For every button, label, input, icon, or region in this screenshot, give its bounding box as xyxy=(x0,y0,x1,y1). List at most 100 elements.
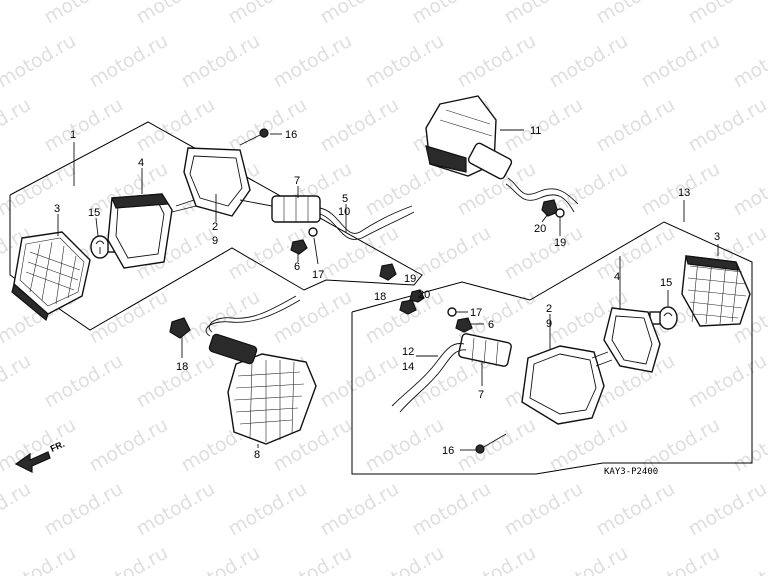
watermark-text: motod.ru xyxy=(729,542,768,576)
callout-12: 12 xyxy=(402,346,414,358)
watermark-text: motod.ru xyxy=(729,30,768,93)
callout-14: 14 xyxy=(402,361,414,373)
callout-20-top: 20 xyxy=(534,223,546,235)
watermark-text: motod.ru xyxy=(637,542,723,576)
watermark-text: motod.ru xyxy=(85,30,171,93)
callout-13: 13 xyxy=(678,187,690,199)
watermark-text: motod.ru xyxy=(316,0,402,28)
watermark-text: motod.ru xyxy=(545,542,631,576)
watermark-text: motod.ru xyxy=(132,478,218,541)
watermark-text: motod.ru xyxy=(408,478,494,541)
nut-6-right xyxy=(447,307,473,333)
callout-6-left: 6 xyxy=(294,261,300,273)
watermark-text: motod.ru xyxy=(269,542,355,576)
callout-numbers: 1 16 4 3 15 2 9 7 5 10 6 17 18 8 11 20 1… xyxy=(54,125,720,461)
left-turn-signal-assembly xyxy=(11,128,415,322)
callout-17-left: 17 xyxy=(312,269,324,281)
watermark-text: motod.ru xyxy=(40,0,126,28)
stem-7-right xyxy=(391,333,512,413)
watermark-text: motod.ru xyxy=(177,30,263,93)
leader-lines xyxy=(57,129,719,451)
watermark-text: motod.ru xyxy=(592,0,678,28)
nut-6-left xyxy=(290,227,318,255)
watermark-text: motod.ru xyxy=(684,350,768,413)
drawing-code: KAY3-P2400 xyxy=(604,467,658,477)
callout-18-left: 18 xyxy=(176,361,188,373)
housing-2-9-left xyxy=(171,147,251,217)
watermark-text: motod.ru xyxy=(500,478,586,541)
callout-6-right: 6 xyxy=(488,319,494,331)
watermark-text: motod.ru xyxy=(0,350,35,413)
callout-19-centre: 19 xyxy=(404,273,416,285)
callout-3-left: 3 xyxy=(54,203,60,215)
lens-3-left xyxy=(11,231,91,322)
watermark-text: motod.ru xyxy=(85,542,171,576)
watermark-text: motod.ru xyxy=(0,30,80,93)
callout-18-centre: 18 xyxy=(374,291,386,303)
watermark-text: motod.ru xyxy=(40,94,126,157)
socket-base-4-right xyxy=(603,307,661,373)
callout-4-left: 4 xyxy=(138,157,144,169)
watermark-text: motod.ru xyxy=(361,414,447,477)
watermark-text: motod.ru xyxy=(85,286,171,349)
bulb-15-right xyxy=(649,306,678,330)
callout-11: 11 xyxy=(530,125,541,137)
housing-2-9-right xyxy=(521,345,613,425)
callout-8: 8 xyxy=(254,449,260,461)
watermark-text: motod.ru xyxy=(453,414,539,477)
callout-16-right: 16 xyxy=(442,445,454,457)
watermark-text: motod.ru xyxy=(224,478,310,541)
callout-2-left: 2 xyxy=(212,221,218,233)
watermark-text: motod.ru xyxy=(132,0,218,28)
front-right-group-outline xyxy=(351,221,753,475)
watermark-text: motod.ru xyxy=(408,0,494,28)
watermark-text: motod.ru xyxy=(592,94,678,157)
watermark-text: motod.ru xyxy=(637,30,723,93)
watermark-text: motod.ru xyxy=(177,542,263,576)
watermark-text: motod.ru xyxy=(500,0,586,28)
callout-15-left: 15 xyxy=(88,207,100,219)
watermark-text: motod.ru xyxy=(132,94,218,157)
watermark-text: motod.ru xyxy=(500,94,586,157)
watermark-text: motod.ru xyxy=(453,30,539,93)
right-turn-signal-assembly xyxy=(391,255,751,454)
callout-7-right: 7 xyxy=(478,389,484,401)
watermark-text: motod.ru xyxy=(0,94,35,157)
callout-17-right: 17 xyxy=(470,307,482,319)
watermark-text: motod.ru xyxy=(85,414,171,477)
stem-7-left xyxy=(239,195,415,240)
callout-2-right: 2 xyxy=(546,303,552,315)
screw-16-left xyxy=(239,128,269,146)
socket-base-4-left xyxy=(107,193,173,269)
callout-7-left: 7 xyxy=(294,175,300,187)
callout-10: 10 xyxy=(338,206,350,218)
watermark-text: motod.ru xyxy=(0,478,35,541)
watermark-text: motod.ru xyxy=(592,222,678,285)
watermark-text: motod.ru xyxy=(729,158,768,221)
callout-3-right: 3 xyxy=(714,231,720,243)
callout-19-top: 19 xyxy=(554,237,566,249)
watermark-text: motod.ru xyxy=(40,350,126,413)
callout-5: 5 xyxy=(342,193,348,205)
rear-right-turn-signal xyxy=(425,95,579,218)
watermark-text: motod.ru xyxy=(316,94,402,157)
watermark-text: motod.ru xyxy=(592,478,678,541)
rear-left-turn-signal xyxy=(169,295,317,445)
watermark-text: motod.ru xyxy=(684,0,768,28)
watermark-text: motod.ru xyxy=(132,350,218,413)
watermark-text: motod.ru xyxy=(269,30,355,93)
callout-4-right: 4 xyxy=(614,271,620,283)
watermark-text: motod.ru xyxy=(361,158,447,221)
watermark-text: motod.ru xyxy=(684,94,768,157)
callout-15-right: 15 xyxy=(660,277,672,289)
lens-3-right xyxy=(681,255,751,327)
watermark-text: motod.ru xyxy=(0,0,35,28)
callout-9-right: 9 xyxy=(546,318,552,330)
watermark-text: motod.ru xyxy=(269,286,355,349)
watermark-text: motod.ru xyxy=(316,350,402,413)
callout-1: 1 xyxy=(70,129,76,141)
watermark-text: motod.ru xyxy=(0,414,80,477)
watermark-text: motod.ru xyxy=(316,478,402,541)
